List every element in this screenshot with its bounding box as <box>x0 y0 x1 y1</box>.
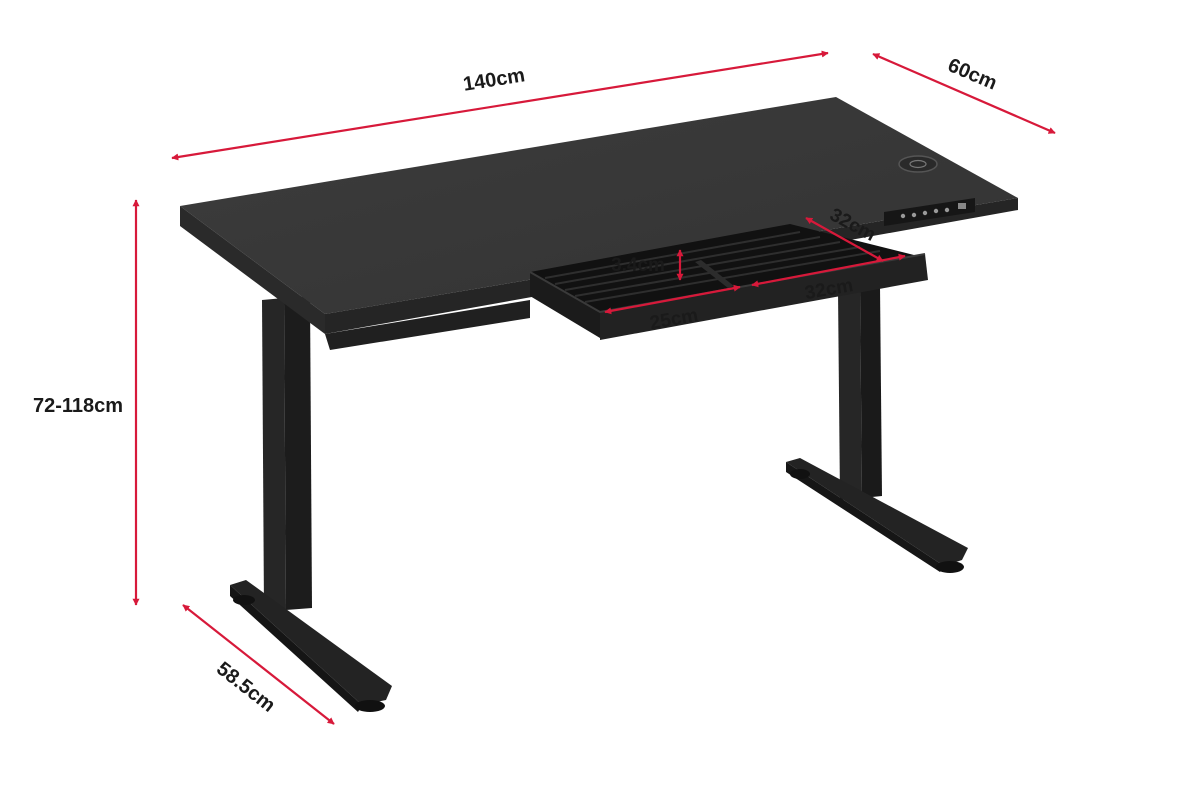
rear-leg <box>786 286 968 573</box>
foot-length-label: 58.5cm <box>212 658 279 717</box>
dimension-lines <box>132 50 1056 725</box>
foot-length-dimension-line <box>182 604 335 725</box>
wireless-charger-icon <box>898 155 938 173</box>
height-label: 72-118cm <box>33 395 123 417</box>
drawer-height-label: 3.4cm <box>611 255 665 276</box>
drawer-front-width-dimension-line <box>604 284 741 315</box>
width-dimension-line <box>171 50 829 161</box>
depth-dimension-line <box>872 52 1056 135</box>
desk-illustration <box>180 97 1018 712</box>
front-leg <box>230 296 392 712</box>
control-panel <box>884 198 975 226</box>
width-label: 140cm <box>462 64 527 95</box>
drawer-compartment-width-dimension-line <box>751 253 906 288</box>
